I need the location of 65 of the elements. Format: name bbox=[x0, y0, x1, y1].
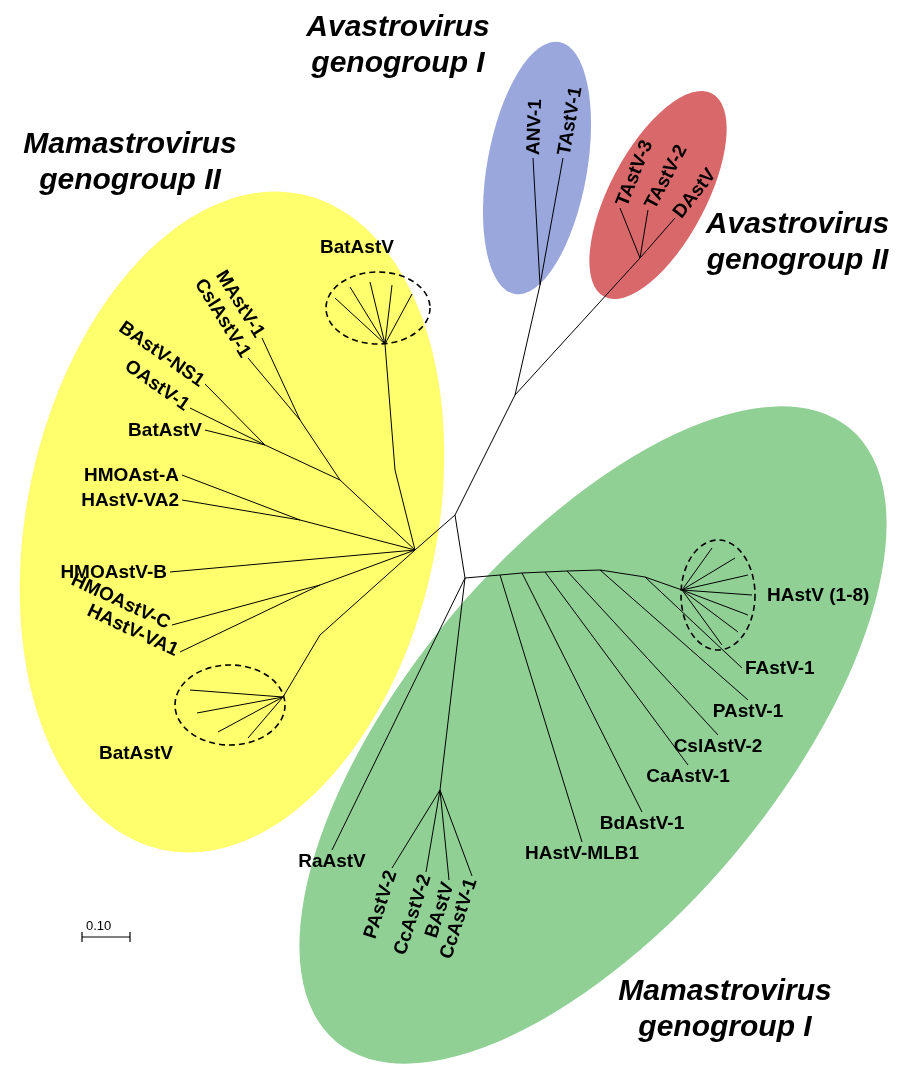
tree-branch bbox=[384, 343, 396, 471]
tree-branch bbox=[464, 574, 501, 579]
tree-branch bbox=[331, 577, 466, 851]
tree-branch bbox=[439, 789, 450, 881]
tree-branch bbox=[539, 157, 564, 286]
taxon-label: BdAstV-1 bbox=[596, 812, 688, 834]
tree-branch bbox=[189, 407, 266, 446]
taxon-label: CslAstV-2 bbox=[670, 735, 766, 757]
tree-branch bbox=[261, 337, 301, 421]
tree-branch bbox=[247, 357, 301, 421]
tree-branch bbox=[499, 574, 583, 843]
clade-title: Mamastrovirus genogroup II bbox=[22, 125, 238, 197]
tree-branch bbox=[179, 584, 321, 653]
taxon-label: ANV-1 bbox=[522, 95, 547, 159]
tree-branch bbox=[514, 257, 641, 396]
tree-branch bbox=[264, 444, 341, 481]
clade-label: HAstV (1-8) bbox=[766, 584, 871, 606]
taxon-label: PAstV-1 bbox=[709, 700, 787, 722]
tree-branch bbox=[521, 571, 546, 574]
tree-branch bbox=[454, 394, 516, 516]
tree-branch bbox=[204, 429, 266, 446]
tree-branch bbox=[169, 549, 416, 573]
clade-title: Avastrovirus genogroup I bbox=[305, 8, 491, 80]
tree-branch bbox=[454, 514, 466, 579]
tree-branch bbox=[204, 383, 266, 446]
taxon-label: HAstV-MLB1 bbox=[522, 842, 642, 864]
tree-branch bbox=[599, 569, 749, 701]
tree-branch bbox=[532, 157, 541, 286]
tree-branch bbox=[439, 577, 466, 791]
tree-branch bbox=[181, 499, 301, 521]
tree-branch bbox=[521, 572, 643, 813]
tree-branch bbox=[391, 789, 441, 869]
tree-branch bbox=[544, 570, 568, 573]
tree-branch bbox=[599, 569, 646, 578]
tree-branch bbox=[394, 469, 416, 551]
taxon-label: RaAstV bbox=[295, 850, 369, 872]
tree-branch bbox=[299, 419, 341, 481]
tree-branch bbox=[414, 514, 456, 551]
taxon-label: HMOAst-A bbox=[81, 464, 182, 486]
tree-branch bbox=[644, 576, 683, 591]
tree-branch bbox=[566, 569, 601, 572]
clade-label: BatAstV bbox=[98, 742, 174, 764]
tree-branch bbox=[425, 789, 441, 873]
scale-label: 0.10 bbox=[86, 918, 112, 933]
tree-branch bbox=[282, 634, 321, 698]
tree-branch bbox=[439, 789, 473, 877]
tree-branch bbox=[566, 570, 719, 736]
taxon-label: BatAstV bbox=[125, 419, 205, 441]
taxon-label: CaAstV-1 bbox=[643, 765, 733, 787]
tree-branch bbox=[299, 519, 416, 551]
taxon-label: HAstV-VA2 bbox=[78, 489, 182, 511]
tree-branch bbox=[639, 209, 649, 259]
taxon-label: TAstV-1 bbox=[552, 81, 587, 160]
tree-branch bbox=[619, 207, 641, 259]
tree-branch bbox=[499, 572, 523, 576]
tree-branch bbox=[639, 217, 676, 259]
tree-branch bbox=[319, 549, 416, 636]
tree-branch bbox=[181, 474, 301, 521]
tree-branch bbox=[514, 284, 541, 396]
tree-branch bbox=[171, 584, 321, 626]
tree-branch bbox=[644, 576, 743, 669]
tree-branch bbox=[339, 479, 416, 551]
taxon-label: FAstV-1 bbox=[742, 657, 818, 679]
tree-branch bbox=[544, 571, 689, 766]
clade-title: Mamastrovirus genogroup I bbox=[617, 972, 833, 1044]
